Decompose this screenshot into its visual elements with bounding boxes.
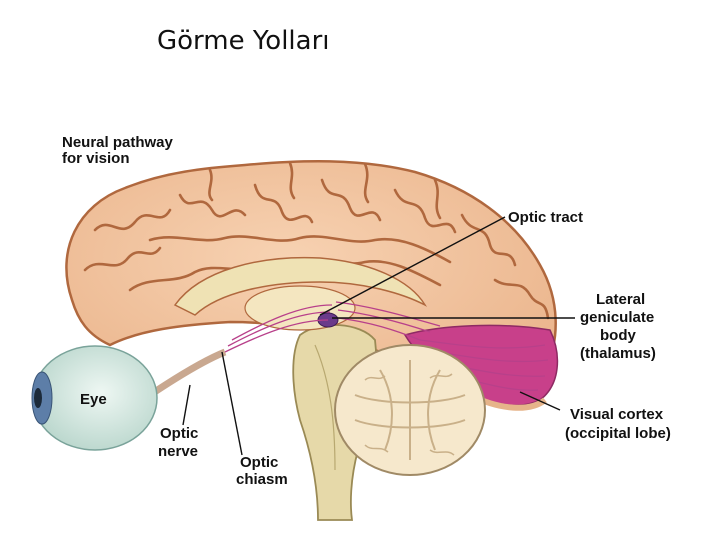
heading-line-1: Neural pathway <box>62 134 174 151</box>
optic-pathway <box>148 301 441 398</box>
label-optic-tract: Optic tract <box>508 209 583 226</box>
eye-illustration <box>31 345 158 451</box>
label-optic-nerve-2: nerve <box>158 443 198 460</box>
label-optic-chiasm-1: Optic <box>240 454 278 471</box>
label-lgn-1: Lateral <box>596 291 645 308</box>
heading-line-2: for vision <box>62 150 130 167</box>
label-lgn-3: body <box>600 327 636 344</box>
label-lgn-2: geniculate <box>580 309 654 326</box>
corpus-callosum <box>173 256 428 316</box>
slide-title: Görme Yolları <box>157 26 330 56</box>
cerebellum <box>334 344 486 476</box>
label-optic-chiasm-2: chiasm <box>236 471 288 488</box>
label-eye: Eye <box>80 391 107 408</box>
label-visual-cortex-2: (occipital lobe) <box>565 425 671 442</box>
leader-lines <box>182 216 575 456</box>
label-optic-nerve-1: Optic <box>160 425 198 442</box>
gyri <box>83 161 550 320</box>
label-lgn-4: (thalamus) <box>580 345 656 362</box>
label-visual-cortex-1: Visual cortex <box>570 406 664 423</box>
